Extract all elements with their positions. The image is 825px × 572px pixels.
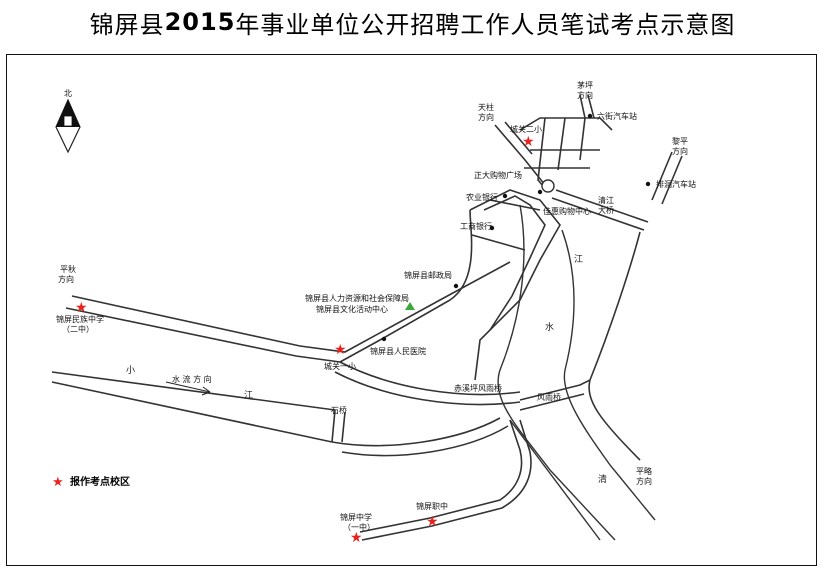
label-chixi: 赤溪坪风雨桥	[454, 383, 502, 393]
label-qingjiang-1: 清江	[598, 195, 614, 205]
label-liujie-bus: 六街汽车站	[597, 111, 637, 121]
label-renli: 锦屏县人力资源和社会保障局	[305, 293, 409, 303]
label-pingqiu-1: 平秋	[60, 264, 76, 274]
star-chengguan1-icon: ★	[334, 342, 347, 358]
label-zhengda: 正大购物广场	[474, 170, 522, 180]
star-jinping-zx-icon: ★	[350, 530, 363, 546]
label-tianzhu-1: 天柱	[478, 102, 494, 112]
label-gongshang: 工商银行	[460, 221, 492, 231]
label-sanjiang-1: 平略	[636, 466, 652, 476]
label-minzu-2: （二中）	[62, 324, 94, 334]
label-chengguan1: 城关一小	[324, 361, 356, 371]
label-jinping-zx: 锦屏中学	[340, 512, 372, 522]
label-jiang2: 江	[244, 390, 253, 401]
label-feipeng: 排洞汽车站	[656, 179, 696, 189]
poi-dots	[381, 113, 651, 342]
roads	[51, 94, 683, 541]
label-qing: 清	[598, 473, 607, 485]
label-river-jiang: 江	[574, 254, 583, 265]
flow-arrow-icon	[165, 381, 211, 396]
label-pingqiu-2: 方向	[58, 274, 74, 284]
label-culture: 锦屏县文化活动中心	[316, 304, 388, 314]
rivers	[497, 204, 656, 541]
legend-label: 报作考点校区	[70, 475, 130, 488]
label-fengyu: 风雨桥	[537, 392, 561, 402]
label-youzheng: 锦屏县邮政局	[404, 270, 452, 280]
label-jiayuan: 佳惠购物中心	[543, 206, 591, 216]
star-chengguan2-icon: ★	[522, 134, 535, 150]
label-flow: 水 流 方 向	[172, 374, 212, 384]
label-minzu: 锦屏民族中学	[56, 314, 104, 324]
exam-site-markers: ★ ★ ★ ★ ★ ★	[52, 134, 535, 546]
label-xiao: 小	[126, 365, 135, 376]
culture-center-icon	[405, 302, 415, 310]
north-arrow-icon	[55, 98, 81, 154]
label-river-shui: 水	[545, 321, 554, 333]
label-zhizhong: 锦屏职中	[416, 501, 448, 511]
label-nongye: 农业银行	[466, 192, 498, 202]
legend-star-icon: ★	[52, 475, 64, 490]
label-maoping-1: 茅坪	[577, 80, 593, 90]
label-chengguan2: 城关二小	[510, 124, 542, 134]
map-frame	[6, 54, 817, 566]
label-maoping-2: 方向	[577, 90, 593, 100]
label-sanjiang-2: 方向	[636, 476, 652, 486]
label-qingjiang-2: 大桥	[598, 205, 614, 215]
map-labels: 茅坪 方向 天柱 方向 六街汽车站 城关二小 正大购物广场 农业银行 佳惠购物中…	[56, 80, 696, 532]
label-jinping-zx-2: （一中）	[343, 522, 375, 532]
label-tianzhu-2: 方向	[478, 112, 494, 122]
star-minzu-icon: ★	[75, 300, 88, 316]
label-hospital: 锦屏县人民医院	[370, 346, 426, 356]
title-county: 锦屏县	[89, 10, 165, 39]
label-shiqiao: 石桥	[331, 405, 347, 415]
label-liping-2: 方向	[672, 146, 688, 156]
compass-north-label: 北	[64, 89, 72, 98]
star-zhizhong-icon: ★	[426, 514, 439, 530]
label-liping-1: 黎平	[672, 136, 688, 146]
title-text: 年事业单位公开招聘工作人员笔试考点示意图	[235, 10, 736, 39]
title-year: 2015	[164, 8, 236, 36]
